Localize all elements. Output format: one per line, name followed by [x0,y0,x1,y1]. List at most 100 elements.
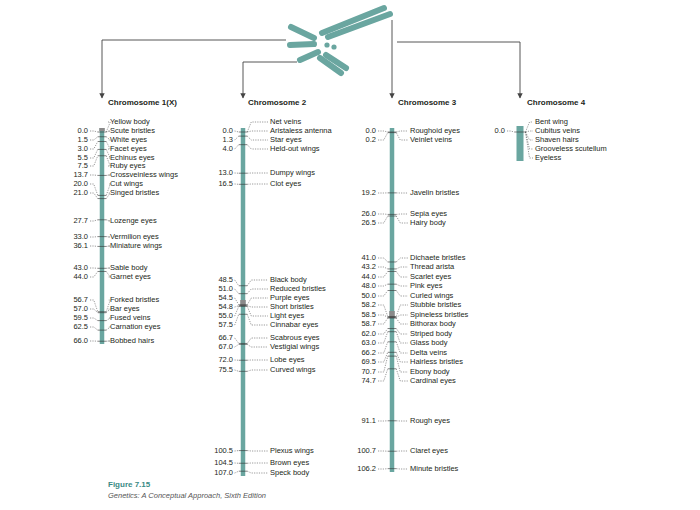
pointer-arrows [102,20,520,98]
leader-line [106,309,110,313]
map-distance: 62.5 [73,323,88,331]
gene-name: Ebony body [410,368,450,376]
leader-line [90,318,98,321]
leader-line [396,318,408,324]
gene-name: Pink eyes [410,282,443,290]
chromosome-heading: Chromosome 1(X) [108,99,177,107]
map-distance: 70.7 [361,368,376,376]
leader-line [378,214,388,215]
chromosome-heading: Chromosome 3 [398,99,456,107]
gene-name: Ruby eyes [110,162,145,170]
leader-line [90,175,98,176]
gene-name: Carnation eyes [110,323,160,331]
locus-tick [388,216,397,217]
figure-caption: Figure 7.15 [108,481,150,489]
locus-tick [388,331,397,332]
leader-line [396,133,408,140]
leader-line [235,298,239,305]
map-distance: 62.0 [361,330,376,338]
locus-tick [388,468,397,469]
map-distance: 43.2 [361,263,376,271]
map-distance: 26.0 [361,210,376,218]
locus-tick [388,328,397,329]
locus-tick [239,304,248,305]
gene-name: Yellow body [110,118,150,126]
locus-tick [388,318,397,319]
locus-tick [98,311,107,312]
map-distance: 66.7 [218,334,233,342]
leader-line [90,268,98,269]
gene-name: Glass body [410,339,448,347]
locus-tick [98,175,107,176]
source-credit: Genetics: A Conceptual Approach, Sixth E… [108,492,266,500]
leader-line [396,451,408,452]
map-distance: 67.0 [218,343,233,351]
gene-name: Roughoid eyes [410,127,460,135]
leader-line [396,369,408,381]
locus-tick [98,320,107,321]
gene-name: Bithorax body [410,320,456,328]
gene-name: Hairless bristles [410,358,463,366]
locus-tick [98,268,107,269]
locus-tick [388,352,397,353]
gene-name: Sable body [110,264,148,272]
gene-name: Sepia eyes [410,210,447,218]
leader-line [235,450,239,451]
leader-line [396,131,408,132]
map-distance: 91.1 [361,417,376,425]
leader-line [235,280,239,286]
map-distance: 106.2 [357,465,376,473]
leader-line [378,305,388,316]
gene-name: Short bristles [270,303,314,311]
leader-line [235,463,239,464]
leader-line [396,356,408,372]
leader-line [378,131,388,132]
map-distance: 5.5 [78,154,88,162]
map-distance: 54.8 [218,303,233,311]
locus-tick [239,293,248,294]
gene-name: Claret eyes [410,447,448,455]
leader-line [378,133,388,140]
map-distance: 50.0 [361,292,376,300]
map-distance: 100.7 [357,447,376,455]
leader-line [378,267,388,269]
leader-line [90,300,98,312]
leader-line [90,184,98,195]
leader-line [90,193,98,199]
leader-line [378,315,388,317]
leader-line [235,306,239,307]
map-distance: 58.7 [361,320,376,328]
map-distance: 66.2 [361,349,376,357]
locus-tick [98,132,107,133]
gene-name: Plexus wings [270,447,314,455]
leader-line [526,132,534,140]
gene-name: Lozenge eyes [110,217,157,225]
leader-line [396,291,408,297]
chromosome-heading: Chromosome 2 [248,99,306,107]
leader-line [378,342,388,353]
map-distance: 0.0 [366,127,376,135]
gene-name: Bobbed hairs [110,337,154,345]
locus-tick [239,450,248,451]
locus-tick [98,312,107,313]
leader-line [106,236,110,237]
gene-name: Javelin bristles [410,189,459,197]
leader-line [247,471,268,473]
map-distance: 0.0 [78,127,88,135]
map-distance: 1.3 [223,136,233,144]
locus-tick [388,316,397,317]
gene-name: White eyes [110,136,147,144]
leader-line [247,360,268,361]
leader-line [235,360,239,361]
locus-tick [388,261,397,262]
locus-tick [388,341,397,342]
leader-line [235,314,239,325]
leader-line [378,369,388,381]
leader-line [396,258,408,262]
leader-line [106,318,110,321]
leader-line [247,450,268,451]
locus-tick [98,195,107,196]
gene-name: Curved wings [270,366,315,374]
locus-tick [98,271,107,272]
leader-line [106,193,110,199]
